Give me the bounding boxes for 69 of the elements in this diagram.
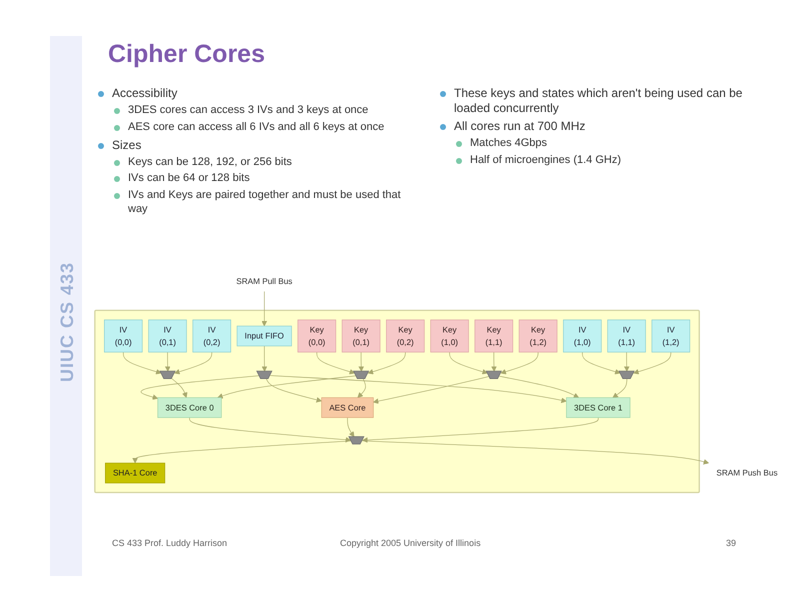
- register-box: Key (0,2): [386, 320, 425, 352]
- arrow: [132, 440, 352, 464]
- register-box: Key (1,1): [474, 320, 514, 352]
- register-box: Key (0,0): [298, 320, 336, 352]
- arrow: [500, 352, 538, 374]
- bullet-text: These keys and states which aren't being used can be loaded concurrently: [454, 86, 744, 116]
- bullet-text: 3DES cores can access 3 IVs and 3 keys at once: [128, 104, 368, 118]
- fifo-box: Input FIFO: [236, 326, 292, 346]
- arrow: [174, 352, 212, 374]
- arrow: [140, 375, 260, 400]
- register-box: IV (1,0): [563, 320, 602, 352]
- bus-label: SRAM Push Bus: [716, 468, 778, 478]
- arrow: [362, 440, 710, 464]
- arrow: [362, 417, 599, 443]
- register-box: Key (1,0): [430, 320, 469, 352]
- bullet-text: Keys can be 128, 192, or 256 bits: [128, 156, 292, 170]
- bullet-text: Matches 4Gbps: [470, 137, 548, 151]
- bus-label: SRAM Pull Bus: [236, 276, 292, 286]
- arrow: [189, 417, 351, 443]
- arrow: [491, 352, 497, 372]
- mux-symbol: [348, 436, 364, 444]
- arrow: [624, 352, 630, 372]
- arrow: [122, 352, 162, 374]
- mux-symbol: [618, 370, 635, 379]
- mux-symbol: [256, 370, 272, 379]
- register-box: Key (0,1): [342, 320, 380, 352]
- arrow: [172, 378, 188, 398]
- register-box: Key (1,2): [518, 320, 558, 352]
- register-box: IV (1,2): [652, 320, 690, 352]
- arrow: [612, 378, 628, 398]
- register-box: IV (0,2): [192, 320, 232, 352]
- register-box: IV (0,0): [104, 320, 143, 352]
- arrow: [582, 352, 620, 374]
- arrow: [316, 352, 355, 374]
- arrow: [347, 417, 354, 438]
- bullet-text: IVs can be 64 or 128 bits: [128, 172, 250, 186]
- sidebar-label: UIUC CS 433: [57, 262, 78, 382]
- arrow: [358, 352, 364, 372]
- bullet-text: IVs and Keys are paired together and must be used that way: [128, 189, 402, 216]
- page-number: 39: [726, 538, 736, 548]
- mux-symbol: [486, 370, 502, 379]
- bullet-text: Accessibility: [112, 86, 178, 101]
- bullet-text: Half of microengines (1.4 GHz): [470, 154, 621, 168]
- register-box: IV (0,1): [148, 320, 187, 352]
- arrow: [262, 291, 268, 326]
- register-box: IV (1,1): [607, 320, 646, 352]
- bullet-text: All cores run at 700 MHz: [454, 119, 586, 134]
- footer-text: CS 433 Prof. Luddy Harrison: [112, 538, 228, 548]
- arrow: [633, 352, 672, 374]
- bullet-text: AES core can access all 6 IVs and all 6 keys at once: [128, 120, 384, 134]
- core-box: AES Core: [321, 397, 374, 418]
- core-box: 3DES Core 1: [566, 397, 630, 418]
- arrow: [373, 376, 490, 404]
- arrow: [164, 352, 170, 372]
- arrow: [499, 376, 579, 398]
- arrow: [217, 376, 356, 399]
- arrow: [368, 352, 406, 374]
- arrow: [357, 378, 366, 398]
- arrow: [270, 375, 567, 404]
- slide-title: Cipher Cores: [108, 40, 265, 69]
- bullet-text: Sizes: [112, 138, 142, 152]
- mux-symbol: [352, 370, 370, 379]
- copyright-text: Copyright 2005 University of Illinois: [340, 538, 481, 548]
- arrow: [449, 352, 488, 374]
- core-box: SHA-1 Core: [105, 462, 166, 484]
- mux-symbol: [159, 370, 176, 379]
- arrow: [262, 346, 268, 372]
- arrow: [266, 378, 322, 403]
- core-box: 3DES Core 0: [157, 397, 222, 418]
